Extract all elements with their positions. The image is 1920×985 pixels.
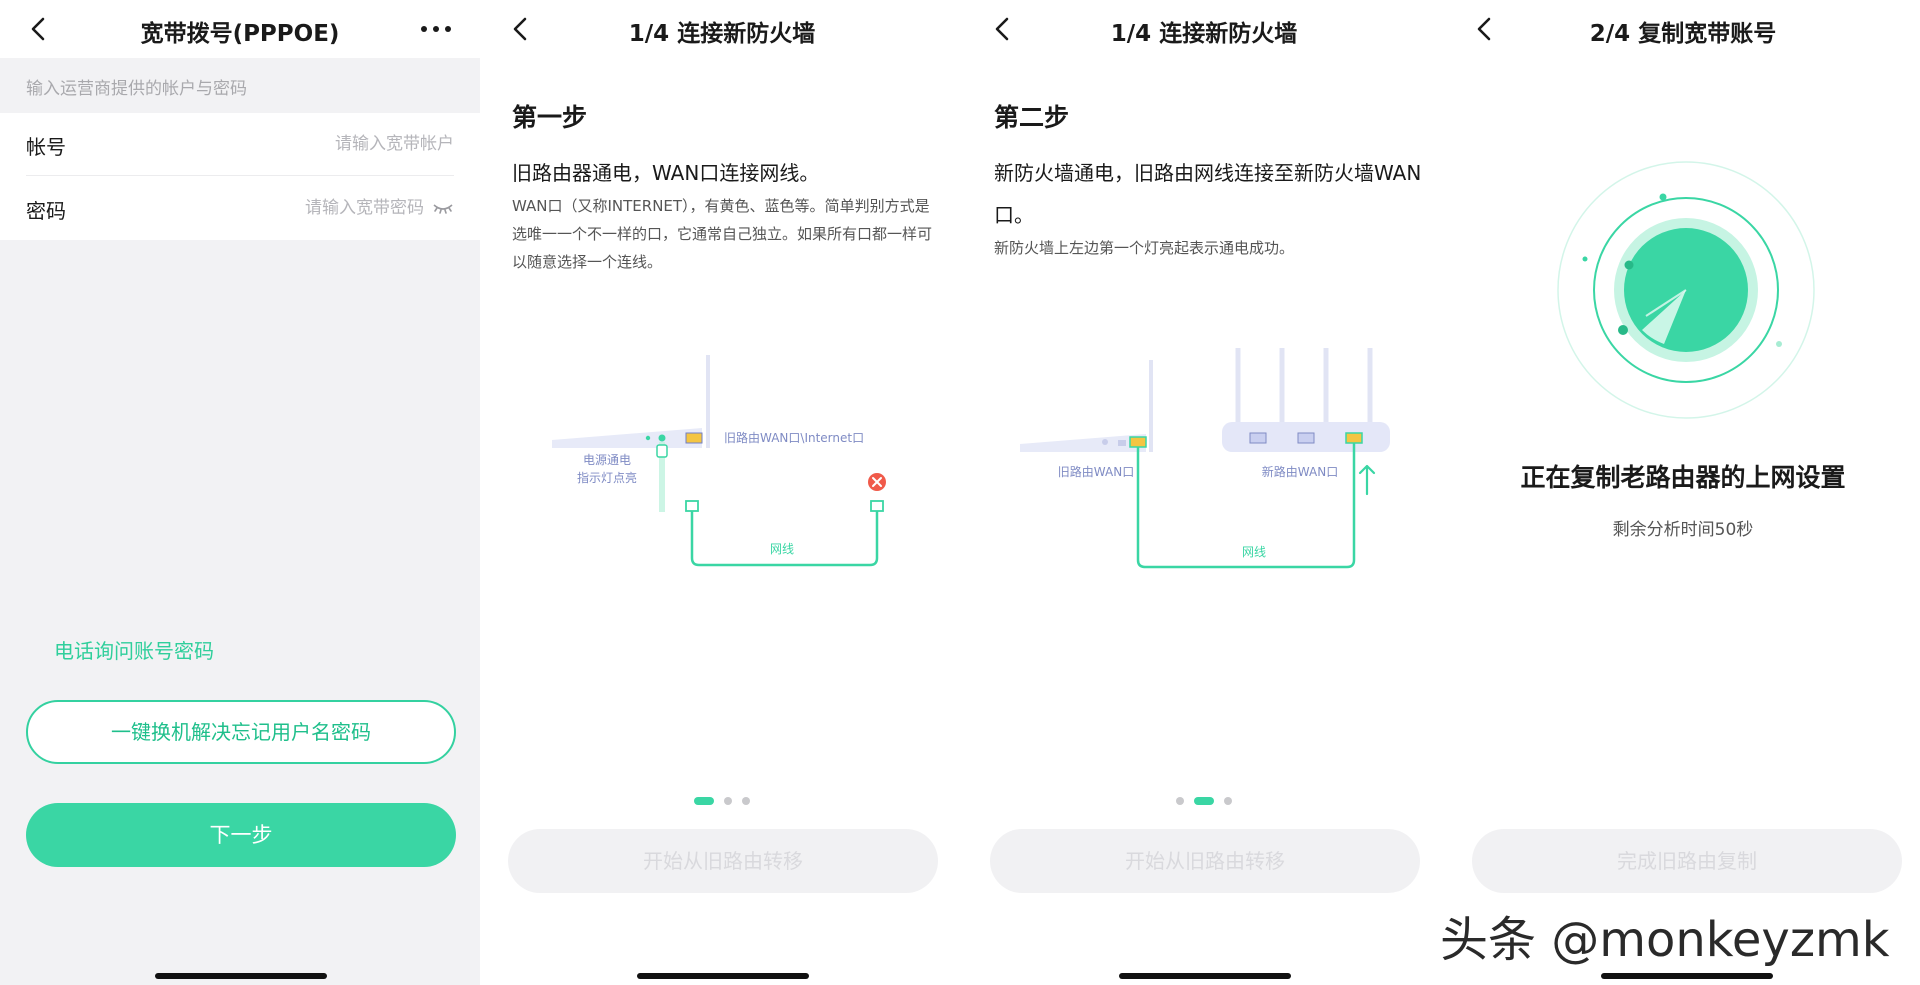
eye-closed-icon[interactable] bbox=[432, 199, 454, 217]
start-transfer-button[interactable]: 开始从旧路由转移 bbox=[508, 829, 938, 893]
home-indicator bbox=[1119, 973, 1291, 979]
account-label: 帐号 bbox=[26, 135, 66, 159]
watermark: 头条 @monkeyzmk bbox=[1440, 912, 1890, 968]
old-router-illustration bbox=[1020, 360, 1153, 452]
step-two-screen: 1/4 连接新防火墙 第二步 新防火墙通电，旧路由网线连接至新防火墙WAN口。 … bbox=[964, 0, 1444, 985]
step-one-screen: 1/4 连接新防火墙 第一步 旧路由器通电，WAN口连接网线。 WAN口（又称I… bbox=[482, 0, 962, 985]
network-cable bbox=[1136, 443, 1356, 569]
credentials-form: 帐号 密码 bbox=[0, 113, 480, 240]
password-row: 密码 bbox=[26, 177, 454, 240]
cable-label: 网线 bbox=[1242, 545, 1266, 559]
step-detail: 新防火墙上左边第一个灯亮起表示通电成功。 bbox=[994, 239, 1295, 257]
arrow-up-icon bbox=[1358, 464, 1376, 496]
power-label-1: 电源通电 bbox=[583, 453, 631, 467]
back-icon[interactable] bbox=[26, 16, 52, 42]
back-icon[interactable] bbox=[508, 16, 534, 42]
nav-bar: 宽带拨号(PPPOE) bbox=[0, 0, 480, 58]
page-indicator bbox=[482, 790, 962, 805]
step-title: 第二步 bbox=[994, 103, 1070, 132]
one-click-switch-button[interactable]: 一键换机解决忘记用户名密码 bbox=[26, 700, 456, 764]
next-step-button[interactable]: 下一步 bbox=[26, 803, 456, 867]
page-dot-active bbox=[1194, 796, 1214, 805]
step-instruction: 旧路由器通电，WAN口连接网线。 bbox=[512, 161, 820, 185]
wan-port-label: 旧路由WAN口\Internet口 bbox=[724, 430, 864, 445]
password-label: 密码 bbox=[26, 199, 66, 223]
step-detail: WAN口（又称INTERNET），有黄色、蓝色等。简单判别方式是选唯一一个不一样… bbox=[512, 197, 933, 271]
network-cable bbox=[685, 500, 884, 567]
nav-bar: 1/4 连接新防火墙 bbox=[482, 0, 962, 58]
phone-inquiry-link[interactable]: 电话询问账号密码 bbox=[54, 639, 214, 663]
step-instruction: 新防火墙通电，旧路由网线连接至新防火墙WAN口。 bbox=[994, 161, 1422, 227]
copy-account-screen: 2/4 复制宽带账号 正在复制老路由器的上网设置 剩余分析时间50秒 完成旧路由… bbox=[1446, 0, 1920, 985]
page-dot bbox=[742, 796, 750, 805]
page-title: 1/4 连接新防火墙 bbox=[1110, 21, 1298, 47]
remaining-time: 剩余分析时间50秒 bbox=[1612, 520, 1754, 540]
back-icon[interactable] bbox=[990, 16, 1016, 42]
copy-status-title: 正在复制老路由器的上网设置 bbox=[1520, 463, 1846, 492]
page-title: 1/4 连接新防火墙 bbox=[628, 21, 816, 47]
copy-progress-animation bbox=[1557, 161, 1815, 419]
cable-label: 网线 bbox=[770, 542, 794, 556]
page-title: 2/4 复制宽带账号 bbox=[1589, 21, 1777, 47]
password-input[interactable] bbox=[194, 189, 424, 227]
page-title: 宽带拨号(PPPOE) bbox=[140, 21, 340, 47]
error-icon bbox=[868, 473, 886, 491]
power-glow bbox=[656, 442, 668, 512]
page-indicator bbox=[964, 790, 1444, 805]
firewall-wiring-diagram: 旧路由WAN口 新路由WAN口 网线 bbox=[1020, 348, 1390, 569]
start-transfer-button[interactable]: 开始从旧路由转移 bbox=[990, 829, 1420, 893]
account-input[interactable] bbox=[194, 125, 454, 163]
home-indicator bbox=[637, 973, 809, 979]
pppoe-screen: 宽带拨号(PPPOE) 输入运营商提供的帐户与密码 帐号 密码 电话询问账号密码… bbox=[0, 0, 480, 985]
new-firewall-illustration bbox=[1222, 348, 1390, 452]
page-dot bbox=[724, 796, 732, 805]
step-title: 第一步 bbox=[512, 103, 588, 132]
page-dot bbox=[1224, 796, 1232, 805]
old-wan-label: 旧路由WAN口 bbox=[1058, 464, 1134, 479]
nav-bar: 1/4 连接新防火墙 bbox=[964, 0, 1444, 58]
nav-bar: 2/4 复制宽带账号 bbox=[1446, 0, 1920, 58]
account-row: 帐号 bbox=[26, 113, 454, 176]
more-icon[interactable] bbox=[416, 16, 456, 42]
power-label-2: 指示灯点亮 bbox=[577, 470, 637, 485]
home-indicator bbox=[155, 973, 327, 979]
home-indicator bbox=[1601, 973, 1773, 979]
page-dot-active bbox=[694, 796, 714, 805]
old-router-wiring-diagram: 电源通电 指示灯点亮 旧路由WAN口\Internet口 网线 bbox=[552, 355, 886, 567]
finish-copy-button[interactable]: 完成旧路由复制 bbox=[1472, 829, 1902, 893]
form-hint: 输入运营商提供的帐户与密码 bbox=[0, 58, 480, 113]
page-dot bbox=[1176, 796, 1184, 805]
old-router-illustration bbox=[552, 355, 710, 448]
back-icon[interactable] bbox=[1472, 16, 1498, 42]
new-wan-label: 新路由WAN口 bbox=[1262, 464, 1338, 479]
